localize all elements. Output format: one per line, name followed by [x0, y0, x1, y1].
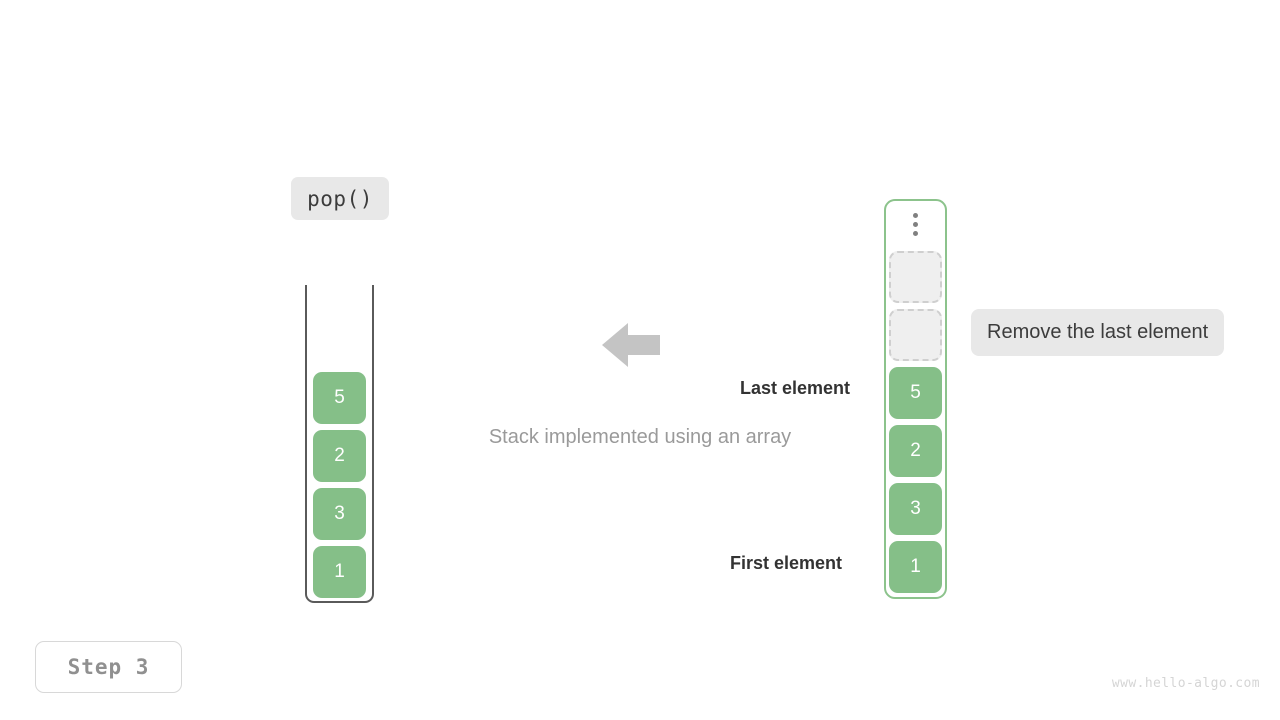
stack-element: 3 — [313, 488, 366, 540]
first-element-label: First element — [729, 553, 842, 573]
array-empty-slot — [889, 309, 942, 361]
operation-label: pop() — [291, 177, 389, 220]
watermark: www.hello-algo.com — [1111, 676, 1260, 691]
array-element: 2 — [889, 425, 942, 477]
last-element-label: Last element — [739, 378, 850, 398]
array-element: 5 — [889, 367, 942, 419]
array-element: 1 — [889, 541, 942, 593]
array-container: 5 2 3 1 — [884, 199, 947, 599]
array-empty-slot — [889, 251, 942, 303]
step-badge: Step 3 — [35, 641, 182, 693]
array-element: 3 — [889, 483, 942, 535]
diagram-caption: Stack implemented using an array — [488, 426, 792, 448]
annotation-bubble: Remove the last element — [971, 309, 1225, 356]
array-slot-list: 5 2 3 1 — [886, 251, 945, 593]
vertical-ellipsis-icon — [886, 213, 945, 236]
stack-element: 2 — [313, 430, 366, 482]
stack-element: 5 — [313, 372, 366, 424]
arrow-left-icon — [600, 320, 662, 370]
stack-element: 1 — [313, 546, 366, 598]
stack-vessel-outline — [305, 285, 374, 603]
stack-element-list: 5 2 3 1 — [305, 372, 374, 598]
stack-vessel: 5 2 3 1 — [305, 285, 374, 603]
